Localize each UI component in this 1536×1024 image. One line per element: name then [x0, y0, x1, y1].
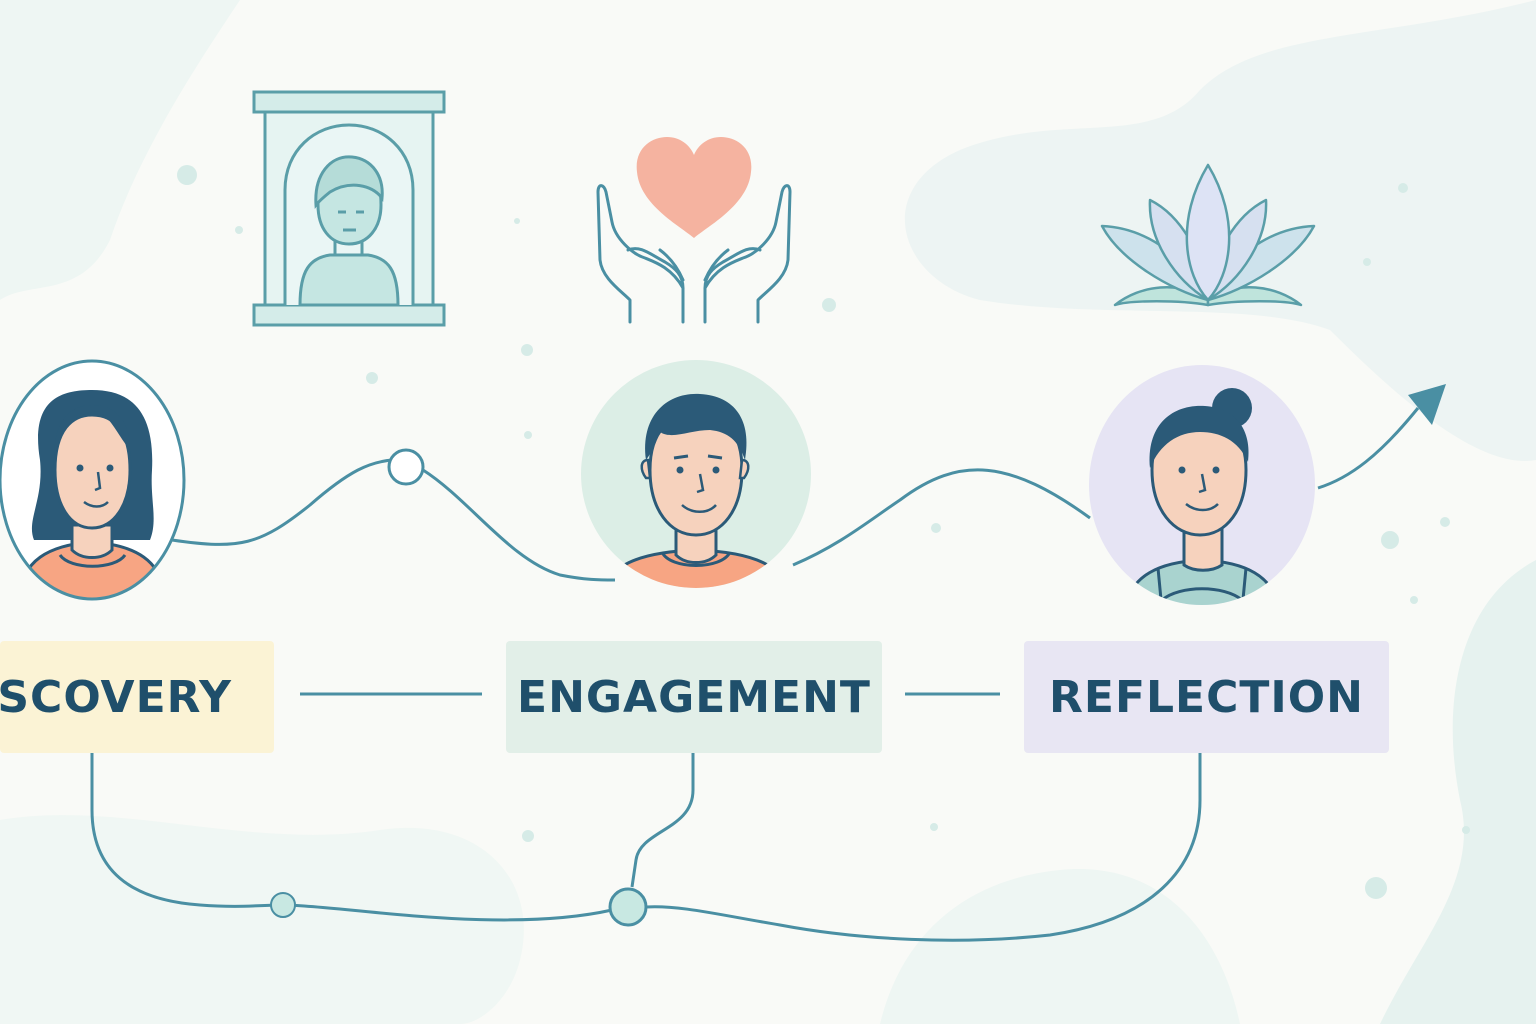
lotus-icon [1100, 163, 1316, 307]
stage-box-discovery: ISCOVERY [0, 641, 274, 753]
dot [524, 431, 532, 439]
lower-node-junction [608, 887, 648, 927]
dot [1363, 258, 1371, 266]
dot [930, 823, 938, 831]
dot [366, 372, 378, 384]
dot [1381, 531, 1399, 549]
lower-branch-line [90, 753, 613, 922]
portrait-frame-icon [252, 90, 446, 327]
dot [1462, 826, 1470, 834]
engagement-drop-line [630, 753, 695, 888]
dot [522, 830, 534, 842]
rising-arrow-line [1317, 407, 1420, 490]
upper-wave-line [171, 458, 1091, 582]
dot [1365, 877, 1387, 899]
man-avatar [581, 360, 811, 588]
dot [1398, 183, 1408, 193]
arrow-head-icon [1408, 384, 1446, 425]
stage-label-discovery: ISCOVERY [0, 671, 232, 723]
upper-node [387, 448, 425, 486]
connectors [90, 407, 1420, 942]
heart-hands-icon [596, 137, 792, 324]
dot [822, 298, 836, 312]
dot [177, 165, 197, 185]
stage-box-engagement: ENGAGEMENT [506, 641, 882, 753]
dot [235, 226, 243, 234]
dot [521, 344, 533, 356]
dot [1440, 517, 1450, 527]
stage-box-reflection: REFLECTION [1024, 641, 1389, 753]
stage-label-reflection: REFLECTION [1049, 671, 1364, 723]
dot [1410, 596, 1418, 604]
stage-label-engagement: ENGAGEMENT [517, 671, 871, 723]
reflection-drop-line [645, 753, 1202, 942]
dot [514, 218, 520, 224]
dot [931, 523, 941, 533]
lower-node-small [270, 892, 296, 918]
woman-bun-avatar [1089, 365, 1315, 605]
woman-avatar [0, 359, 186, 601]
